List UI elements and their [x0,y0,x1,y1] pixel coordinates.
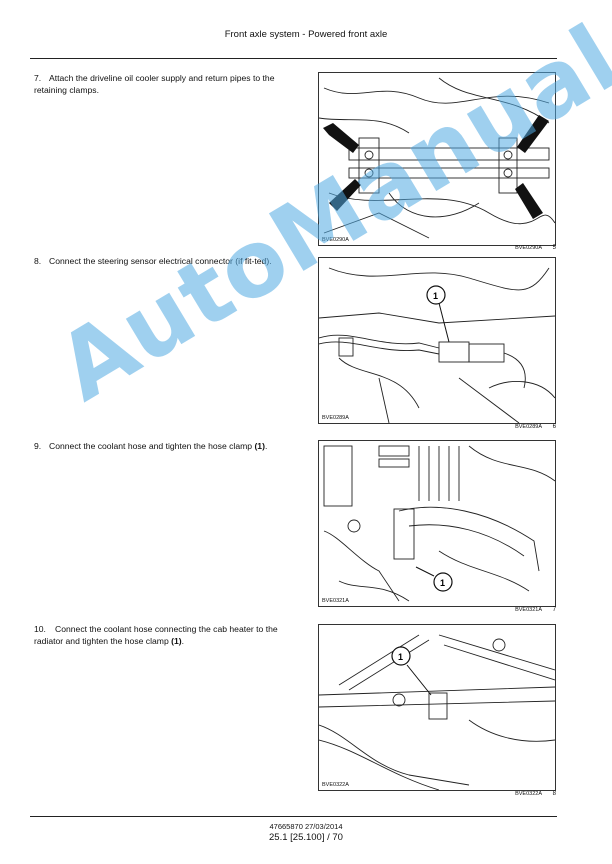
step-text-end: . [181,635,185,646]
step-number: 8. [34,256,42,266]
step-7: 7.Attach the driveline oil cooler supply… [34,73,296,96]
figure-7-illustration: 1 [323,445,555,602]
callout-label: 1 [440,578,445,588]
footer-page-line: 25.1 [25.100] / 70 [269,832,343,843]
figure-6: 1 BVE0289A [318,257,556,424]
figure-code: BVE0289A [322,415,349,421]
figure-number: 7 [552,607,556,613]
figure-6-illustration: 1 [319,267,555,423]
figure-number: 6 [552,424,556,430]
step-10: 10.Connect the coolant hose connecting t… [34,624,296,647]
step-number: 10. [34,624,46,634]
step-text: Connect the coolant hose and tighten the… [49,441,255,451]
figure-8-illustration: 1 [319,634,555,790]
step-callout-ref: (1) [171,635,182,646]
figure-number: 5 [552,245,556,251]
step-text: Connect the coolant hose connecting the … [34,624,278,646]
page-header: Front axle system - Powered front axle [224,29,388,40]
header-rule [30,58,557,59]
step-callout-ref: (1) [254,441,265,451]
footer-rule [30,816,557,817]
figure-code: BVE0290A [322,237,349,243]
figure-number: 8 [552,791,556,797]
footer-doc-line: 47665870 27/03/2014 [269,822,343,831]
figure-5: BVE0290A [318,72,556,246]
figure-7: 1 BVE0321A [318,440,556,607]
figure-caption-code: BVE0289A [515,424,542,430]
callout-label: 1 [398,652,403,662]
callout-1: 1 [391,646,411,666]
figure-code: BVE0322A [322,782,349,788]
figure-caption-code: BVE0290A [515,245,542,251]
figure-caption-code: BVE0321A [515,607,542,613]
step-text: Attach the driveline oil cooler supply a… [34,73,275,95]
figure-8: 1 BVE0322A [318,624,556,791]
step-text: Connect the steering sensor electrical c… [49,256,272,266]
figure-code: BVE0321A [322,598,349,604]
step-number: 9. [34,441,42,451]
step-text-end: . [264,441,268,451]
step-8: 8. Connect the steering sensor electrical… [34,256,296,268]
figure-caption-code: BVE0322A [515,791,542,797]
callout-1: 1 [433,572,453,592]
figure-5-illustration [319,77,555,239]
step-number: 7. [34,73,42,83]
callout-label: 1 [433,291,438,301]
step-9: 9. Connect the coolant hose and tighten t… [34,441,296,453]
callout-1: 1 [426,285,446,305]
